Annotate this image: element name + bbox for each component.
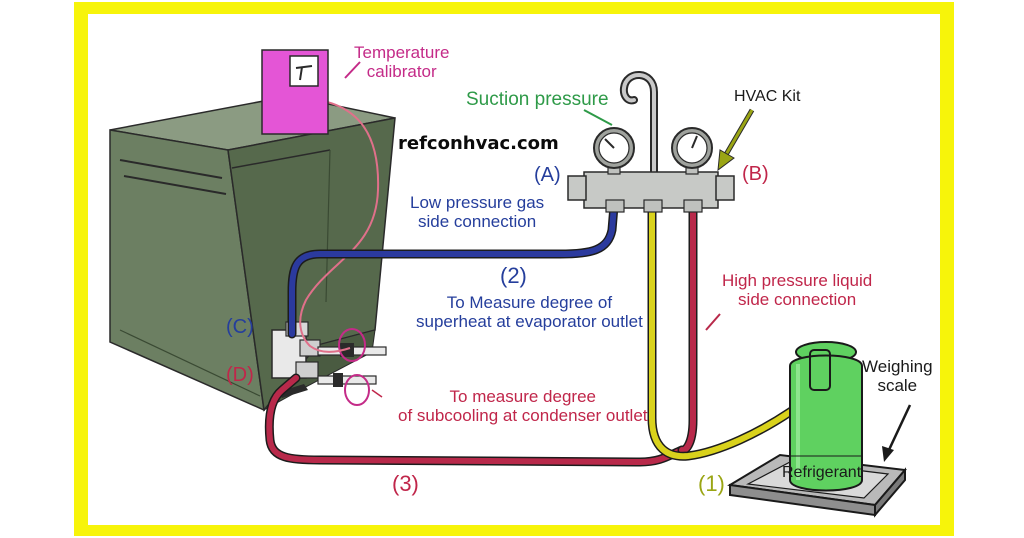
scale-arrowhead [882,446,894,462]
weighing-scale-label: Weighing scale [862,357,933,395]
high-pressure-label: High pressure liquid side connection [722,271,873,309]
high-pressure-gauge [671,127,713,169]
watermark: refconhvac.com [398,133,559,154]
superheat-circle [338,328,366,362]
superheat-label: To Measure degree of superheat at evapor… [416,293,643,331]
hvac-kit-arrowhead [717,149,735,172]
high-pressure-hose [679,205,696,454]
high-pressure-pointer [705,313,721,331]
liquid-line-hose [266,375,685,466]
hose-1-label: (1) [698,471,725,496]
suction-pointer [583,109,613,126]
scale-pointer [886,404,912,453]
probe-wire [299,97,380,353]
hvac-kit-label: HVAC Kit [734,88,801,105]
refrigerant-cylinder [789,341,863,492]
suction-pressure-label: Suction pressure [466,89,609,110]
subcooling-pointer [371,389,383,398]
hose-2-label: (2) [500,263,527,288]
marker-a: (A) [534,164,561,186]
marker-b: (B) [742,163,769,185]
subcooling-label: To measure degree of subcooling at conde… [398,387,648,425]
manifold-gauge [567,71,735,213]
marker-c: (C) [226,316,254,338]
calibrator-pointer [344,61,361,79]
suction-gauge [593,127,635,169]
hvac-kit-arrow-fill [722,109,754,159]
low-pressure-label: Low pressure gas side connection [410,193,545,231]
subcooling-circle [344,374,370,406]
temperature-calibrator-label: Temperature calibrator [354,43,450,81]
low-pressure-hose [289,203,617,337]
hose-3-label: (3) [392,471,419,496]
refrigerant-label: Refrigerant [782,464,862,481]
marker-d: (D) [226,364,254,386]
temperature-calibrator [261,49,329,135]
service-valves [271,321,387,387]
